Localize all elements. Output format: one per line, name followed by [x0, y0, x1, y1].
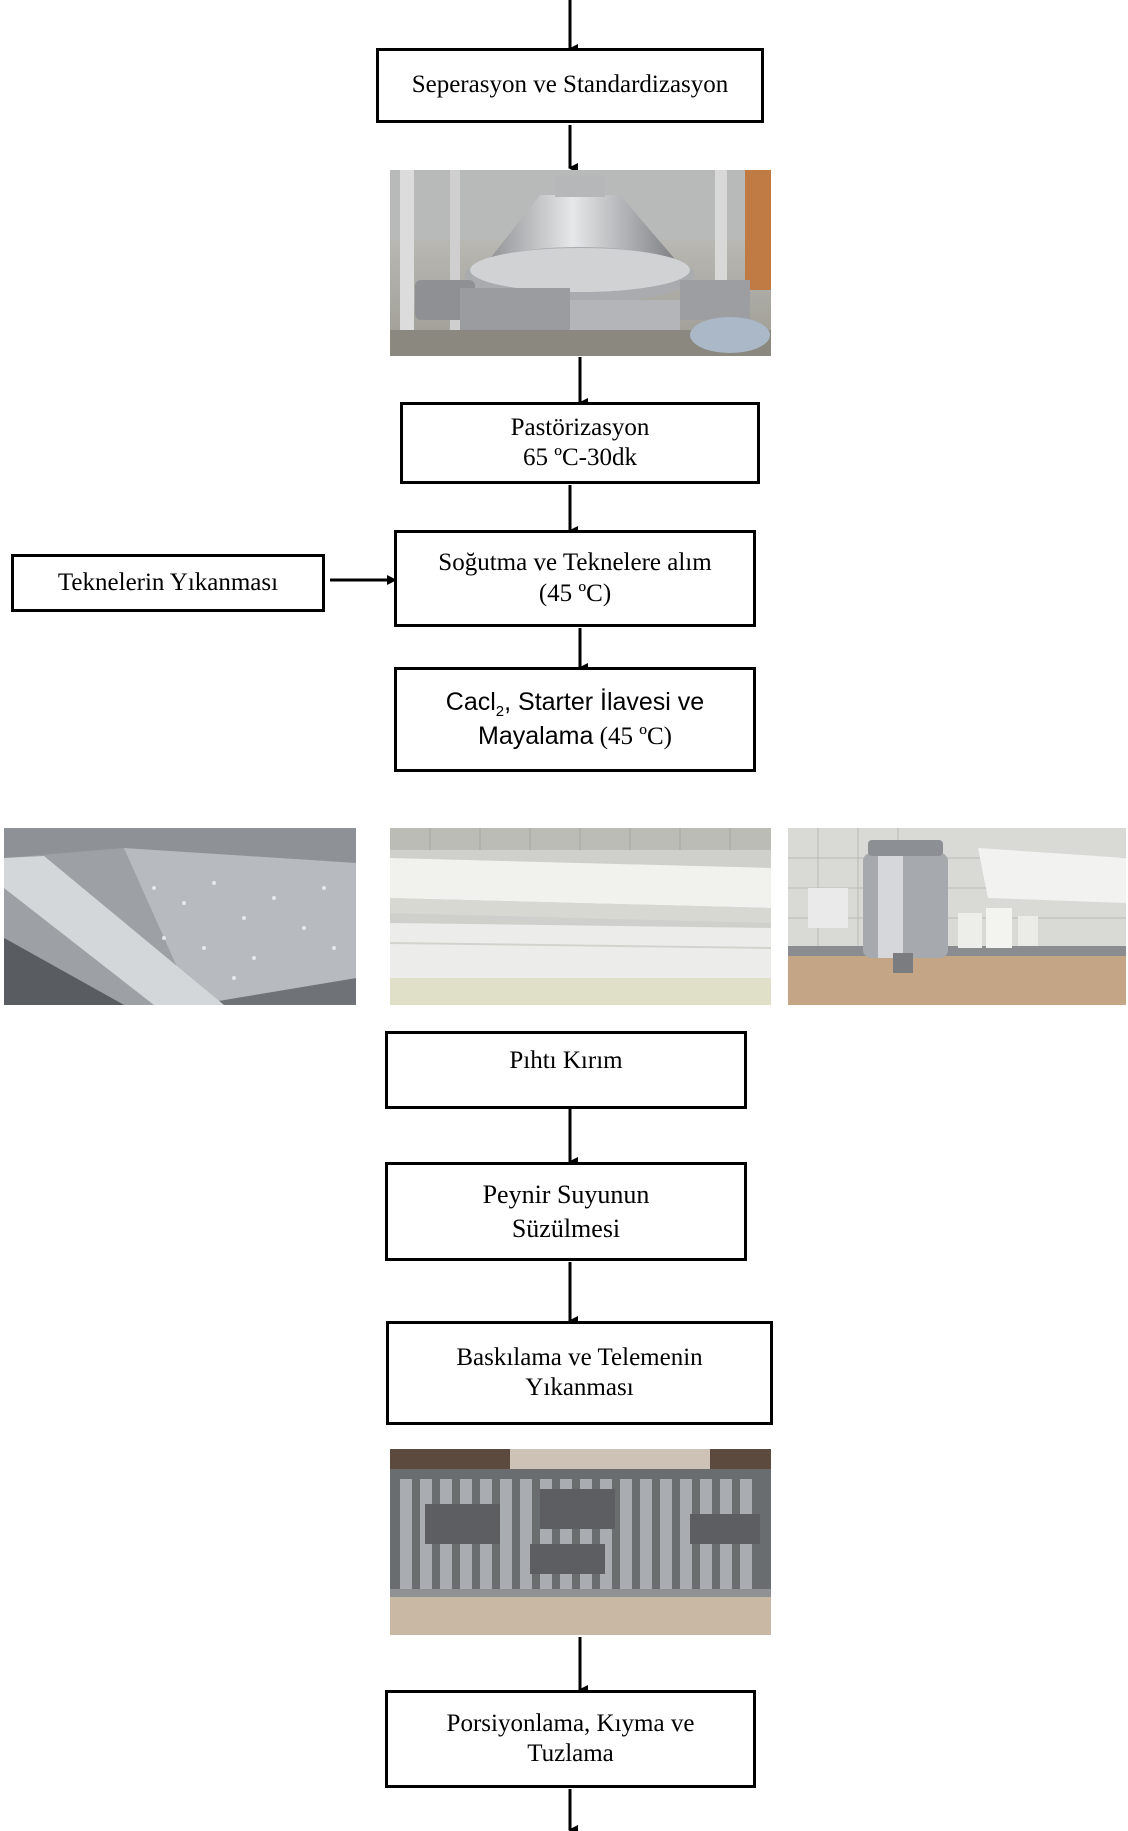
- step-pastorizasyon-line1: Pastörizasyon: [510, 413, 650, 441]
- starter-text: , Starter İlavesi ve: [504, 687, 705, 716]
- vat-washing-photo: [4, 828, 356, 1005]
- step-sogutma: Soğutma ve Teknelere alım (45 ºC): [394, 530, 756, 627]
- step-pastorizasyon-line2: 65 ºC-30dk: [522, 444, 637, 471]
- step-suzme-line2: Süzülmesi: [511, 1213, 621, 1243]
- step-baskilama: Baskılama ve Telemenin Yıkanması: [386, 1321, 773, 1425]
- step-tekne-yikama-label: Teknelerin Yıkanması: [57, 568, 279, 596]
- step-baskilama-line2: Yıkanması: [525, 1374, 634, 1401]
- pressing-photo: [390, 1449, 771, 1635]
- step-porsiyonlama-line1: Porsiyonlama, Kıyma ve: [446, 1709, 695, 1737]
- step-mayalama: Cacl2, Starter İlavesi ve Mayalama (45 º…: [394, 667, 756, 772]
- mayalama-text: Mayalama: [478, 721, 594, 750]
- step-mayalama-line1: Cacl2, Starter İlavesi ve: [446, 687, 704, 721]
- cacl-subscript: 2: [495, 702, 505, 720]
- step-pastorizasyon: Pastörizasyon 65 ºC-30dk: [400, 402, 760, 484]
- step-suzme-line1: Peynir Suyunun: [482, 1180, 650, 1210]
- step-seperasyon: Seperasyon ve Standardizasyon: [376, 48, 764, 123]
- vats-covered-photo: [390, 828, 771, 1005]
- step-seperasyon-label: Seperasyon ve Standardizasyon: [411, 71, 729, 99]
- step-porsiyonlama-line2: Tuzlama: [527, 1740, 614, 1767]
- cacl-text: Cacl: [445, 687, 496, 716]
- separator-machine-photo: [390, 170, 771, 356]
- milk-can-photo: [788, 828, 1126, 1005]
- step-sogutma-line1: Soğutma ve Teknelere alım: [438, 549, 712, 576]
- step-porsiyonlama: Porsiyonlama, Kıyma ve Tuzlama: [385, 1690, 756, 1788]
- step-suzme: Peynir Suyunun Süzülmesi: [385, 1162, 747, 1261]
- step-mayalama-line2: Mayalama (45 ºC): [478, 721, 672, 753]
- step-pihti-kirim: Pıhtı Kırım: [385, 1031, 747, 1109]
- step-sogutma-line2: (45 ºC): [538, 579, 612, 607]
- step-tekne-yikama: Teknelerin Yıkanması: [11, 554, 325, 612]
- step-baskilama-line1: Baskılama ve Telemenin: [456, 1343, 703, 1371]
- mayalama-temp: (45 ºC): [593, 722, 672, 750]
- step-pihti-kirim-label: Pıhtı Kırım: [509, 1047, 623, 1074]
